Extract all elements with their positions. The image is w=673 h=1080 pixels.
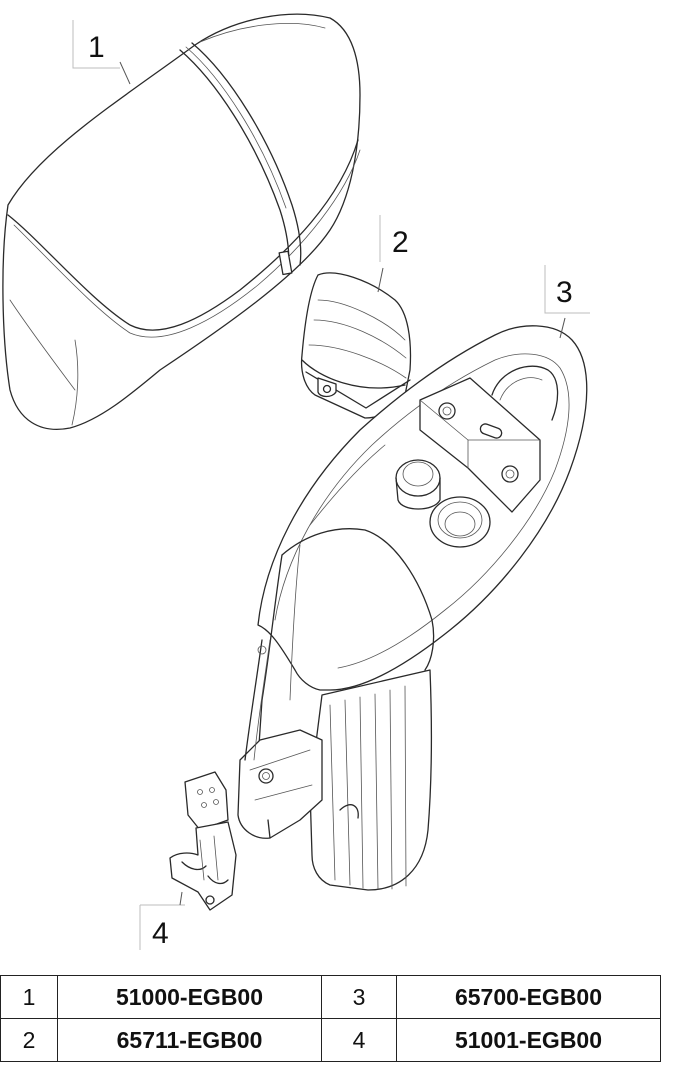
callout-4: 4: [139, 891, 185, 950]
part-code: 65700-EGB00: [396, 975, 661, 1019]
part-number-index: 1: [0, 975, 58, 1019]
callout-2-label: 2: [392, 226, 409, 259]
callout-3: 3: [544, 265, 590, 339]
seat-part-1: [2, 13, 361, 430]
part-number-index: 4: [321, 1018, 397, 1062]
table-row: 1 51000-EGB00 3 65700-EGB00: [0, 975, 661, 1019]
parts-table: 1 51000-EGB00 3 65700-EGB00 2 65711-EGB0…: [0, 975, 661, 1062]
callout-1-label: 1: [88, 31, 105, 64]
exploded-parts-diagram: 1 2 3 4: [2, 13, 590, 950]
cover-part-2: [300, 272, 412, 419]
table-row: 2 65711-EGB00 4 51001-EGB00: [0, 1018, 661, 1062]
callout-1: 1: [72, 20, 131, 85]
part-number-index: 3: [321, 975, 397, 1019]
part-code: 51000-EGB00: [57, 975, 322, 1019]
part-code: 51001-EGB00: [396, 1018, 661, 1062]
bracket-part-4: [169, 771, 237, 911]
part-number-index: 2: [0, 1018, 58, 1062]
callout-4-label: 4: [152, 917, 169, 950]
luggage-box-part-3: [237, 325, 588, 891]
callout-3-label: 3: [556, 276, 573, 309]
callout-2: 2: [377, 215, 409, 293]
part-code: 65711-EGB00: [57, 1018, 322, 1062]
